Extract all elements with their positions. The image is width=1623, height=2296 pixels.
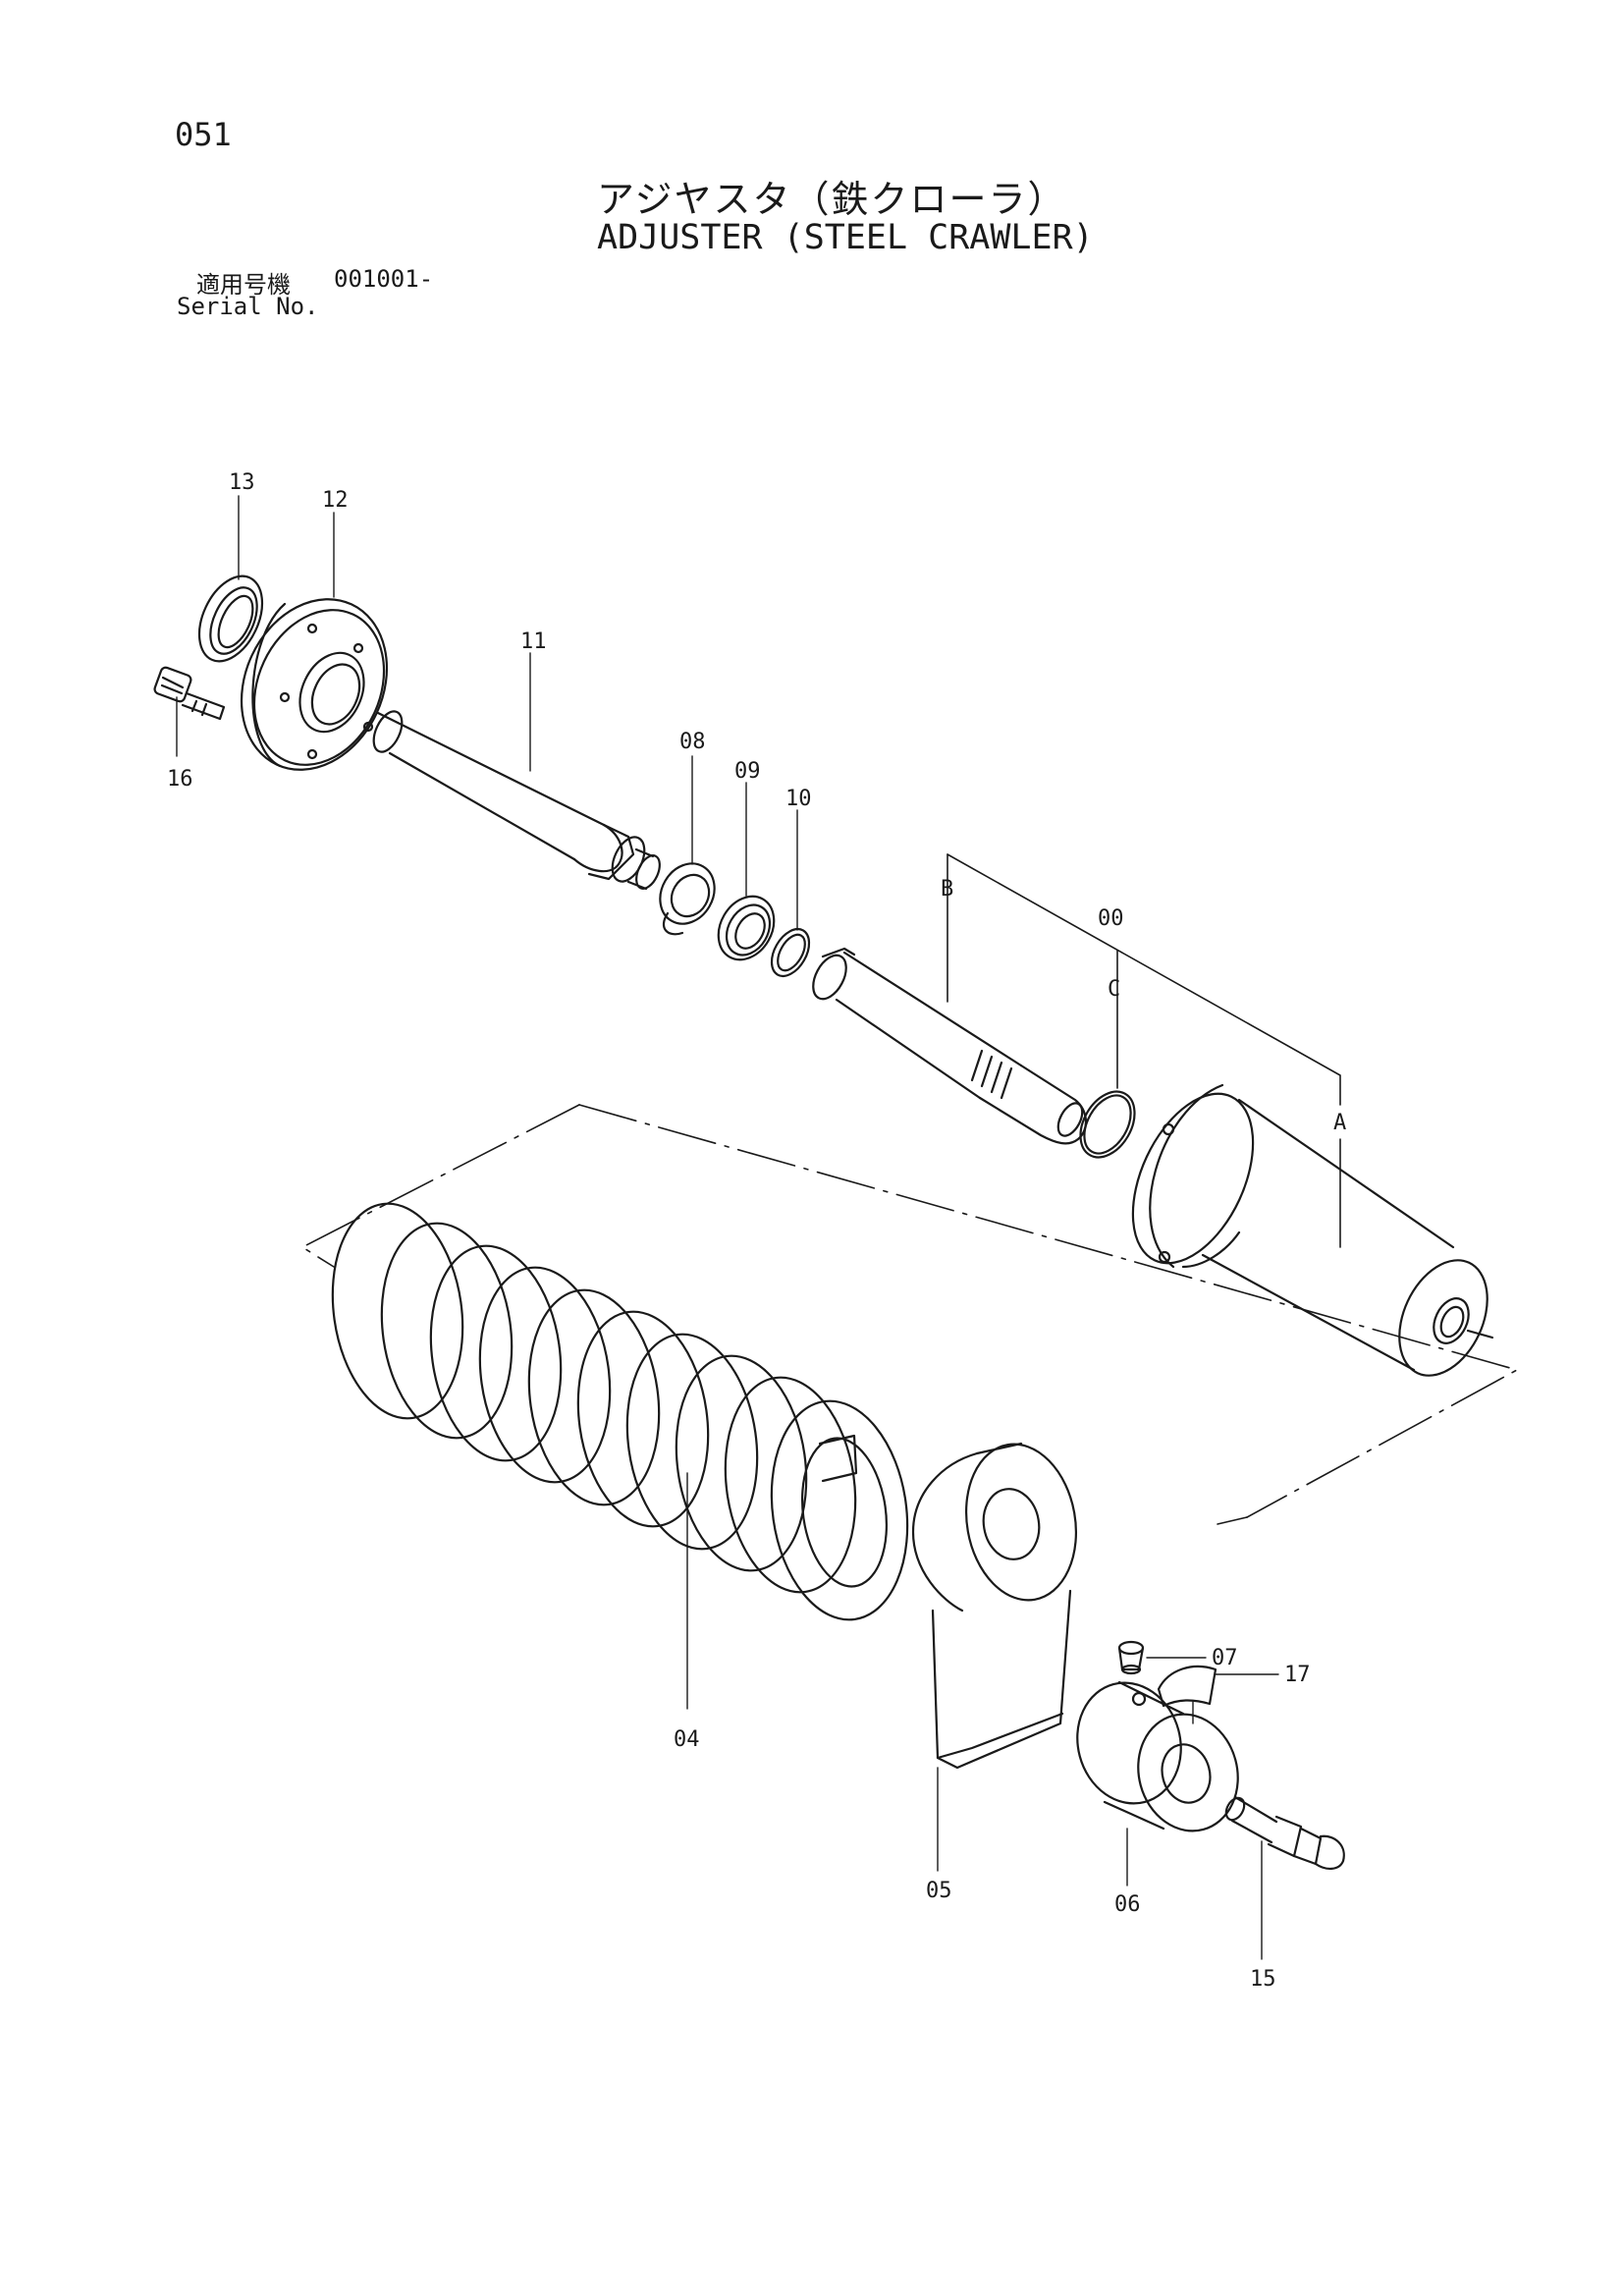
serial-label-japanese: 適用号機 bbox=[196, 271, 291, 299]
part-13-seal bbox=[197, 574, 264, 663]
part-C-o-ring bbox=[1079, 1090, 1136, 1159]
assembly-outline bbox=[301, 1104, 1518, 1525]
part-16-bolt bbox=[153, 666, 226, 721]
callout-15: 15 bbox=[1250, 1967, 1276, 1992]
callout-07: 07 bbox=[1212, 1646, 1238, 1670]
callout-A: A bbox=[1333, 1111, 1346, 1135]
serial-label-english: Serial No. bbox=[177, 293, 319, 320]
callout-04: 04 bbox=[674, 1727, 700, 1752]
part-07-plug bbox=[1117, 1640, 1145, 1675]
serial-number: 001001- bbox=[334, 265, 434, 293]
callout-B: B bbox=[941, 877, 953, 902]
part-10-snap-ring bbox=[770, 928, 811, 977]
part-B-piston bbox=[812, 947, 1087, 1145]
page-number: 051 bbox=[175, 116, 232, 153]
part-17-plate bbox=[1157, 1665, 1217, 1708]
callout-00: 00 bbox=[1098, 906, 1124, 931]
part-05-bracket bbox=[911, 1442, 1078, 1770]
callout-05: 05 bbox=[926, 1879, 952, 1903]
callout-labels: 13 12 16 11 08 09 10 B 00 C A 04 05 06 0… bbox=[167, 470, 1346, 1992]
callout-11: 11 bbox=[520, 629, 547, 654]
callout-13: 13 bbox=[229, 470, 255, 495]
title-english: ADJUSTER (STEEL CRAWLER) bbox=[597, 218, 1094, 257]
part-06-housing bbox=[1076, 1680, 1239, 1832]
callout-17: 17 bbox=[1284, 1663, 1311, 1687]
callout-C: C bbox=[1108, 977, 1120, 1002]
leader-lines bbox=[176, 495, 1279, 1960]
callout-09: 09 bbox=[734, 759, 761, 784]
title-japanese: アジヤスタ（鉄クローラ） bbox=[597, 178, 1067, 221]
callout-08: 08 bbox=[679, 730, 706, 754]
callout-06: 06 bbox=[1114, 1892, 1141, 1917]
part-09-packing bbox=[717, 895, 776, 961]
part-15-valve bbox=[1224, 1795, 1345, 1870]
part-A-cylinder bbox=[1131, 1083, 1494, 1377]
part-08-bushing bbox=[659, 862, 716, 936]
callout-10: 10 bbox=[785, 787, 812, 811]
assembly-00-bracket bbox=[947, 853, 1341, 1248]
callout-12: 12 bbox=[322, 488, 349, 513]
part-12-flange bbox=[240, 598, 389, 771]
callout-16: 16 bbox=[167, 767, 193, 792]
part-04-spring bbox=[331, 1202, 909, 1621]
part-11-rod bbox=[372, 710, 661, 891]
